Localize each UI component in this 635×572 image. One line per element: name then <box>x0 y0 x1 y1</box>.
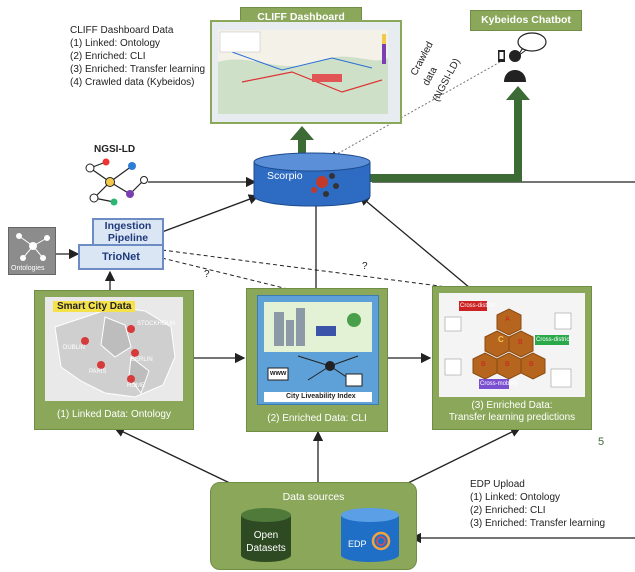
city-stockholm: STOCKHOLM <box>137 321 175 327</box>
ontologies-box: Ontologies <box>8 227 56 275</box>
ingestion-pipeline-box: Ingestion Pipeline <box>92 218 164 246</box>
cli-www-label: www <box>270 370 287 377</box>
trionet-box: TrioNet <box>78 244 164 270</box>
open-datasets-label-2: Datasets <box>246 543 286 554</box>
panel-enriched-cli: www City Liveability Index (2) Enriched … <box>246 288 388 432</box>
hex-letter-b3: B <box>529 361 534 368</box>
pipeline-line-1: Ingestion <box>104 220 152 232</box>
open-datasets-label-1: Open <box>253 530 279 541</box>
data-sources-title: Data sources <box>282 491 345 503</box>
cliff-info-item-1: (1) Linked: Ontology <box>70 38 161 49</box>
edp-label: EDP <box>348 539 367 549</box>
cli-illustration: www City Liveability Index <box>257 295 379 405</box>
panel-transfer-caption-2: Transfer learning predictions <box>448 412 576 423</box>
arrow-panel3-to-scorpio <box>359 195 471 289</box>
panel-transfer-caption-1: (3) Enriched Data: <box>471 400 553 411</box>
thick-arrow-to-dashboard <box>290 126 314 158</box>
cross-mobility-label: Cross-mobility <box>480 381 519 387</box>
chatbot-user-icon <box>498 32 547 82</box>
hexagon-grid-image <box>444 301 572 389</box>
ngsi-ld-label: NGSI-LD <box>94 144 136 155</box>
open-datasets-cylinder <box>241 508 291 562</box>
scorpio-label: Scorpio <box>267 170 303 182</box>
hex-letter-b1: B <box>518 339 523 346</box>
europe-map-image <box>54 306 176 398</box>
arrow-trionet-to-scorpio <box>161 194 260 233</box>
edp-cylinder <box>341 508 399 562</box>
pipeline-line-2: Pipeline <box>107 232 149 244</box>
hex-letter-a: A <box>505 316 510 323</box>
dashboard-screenshot <box>210 20 402 124</box>
scorpio-database <box>253 152 371 207</box>
cliff-info-item-2: (2) Enriched: CLI <box>70 51 146 62</box>
hex-letter-b2: B <box>505 361 510 368</box>
edp-upload-item-2: (2) Enriched: CLI <box>470 505 546 516</box>
cliff-info-item-3: (3) Enriched: Transfer learning <box>70 64 206 75</box>
question-mark-2: ? <box>362 261 368 272</box>
ngsi-ld-graph-icon <box>85 158 148 206</box>
transfer-illustration: C A B B B B Cross-district Cross-distric… <box>439 293 585 397</box>
smart-city-data-heading: Smart City Data <box>53 301 136 312</box>
panel-linked-ontology: Smart City Data STOCKHOLM DUBLIN BERLIN … <box>34 290 194 430</box>
panel-ontology-caption: (1) Linked Data: Ontology <box>57 409 171 420</box>
cli-illustration-image <box>264 302 372 402</box>
city-dublin: DUBLIN <box>63 345 86 351</box>
city-rome: ROME <box>127 383 145 389</box>
thick-arrow-to-chatbot <box>370 86 530 182</box>
stray-number: 5 <box>598 436 605 448</box>
data-sources-box: Data sources Open Datasets EDP <box>210 482 417 570</box>
europe-map: Smart City Data STOCKHOLM DUBLIN BERLIN … <box>45 297 183 401</box>
arrow-sources-to-panel3 <box>401 427 522 487</box>
cliff-info-item-4: (4) Crawled data (Kybeidos) <box>70 77 195 88</box>
cross-district-label: Cross-district <box>460 303 496 309</box>
edp-upload-item-1: (1) Linked: Ontology <box>470 492 561 503</box>
ontologies-label: Ontologies <box>11 265 45 272</box>
dashed-trionet-to-panel2 <box>161 257 301 293</box>
question-mark-1: ? <box>204 269 210 280</box>
crawled-data-line <box>329 61 501 159</box>
edp-upload-title: EDP Upload <box>470 479 525 490</box>
chatbot-title: Kybeidos Chatbot <box>470 10 582 31</box>
dashboard-map-image <box>218 30 388 114</box>
ontologies-graph-icon <box>16 233 50 261</box>
panel-cli-caption: (2) Enriched Data: CLI <box>267 413 367 424</box>
hex-letter-c: C <box>498 335 504 344</box>
hex-letter-b4: B <box>481 361 486 368</box>
city-paris: PARIS <box>89 369 107 375</box>
cliff-info-title: CLIFF Dashboard Data <box>70 25 174 36</box>
edp-upload-item-3: (3) Enriched: Transfer learning <box>470 518 606 529</box>
cross-district-label-2: Cross-district <box>536 337 572 343</box>
arrow-sources-to-panel1 <box>113 427 237 487</box>
panel-transfer-learning: C A B B B B Cross-district Cross-distric… <box>432 286 592 430</box>
city-berlin: BERLIN <box>131 357 153 363</box>
cli-index-label: City Liveability Index <box>286 393 356 400</box>
